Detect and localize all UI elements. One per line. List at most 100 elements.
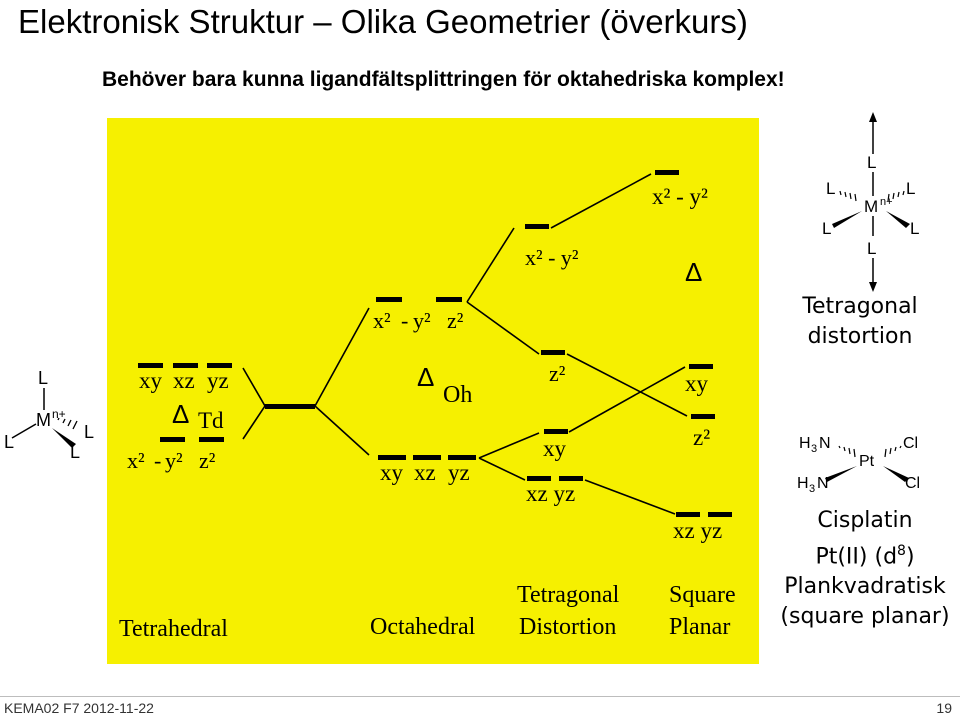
cis-amine-bottom-h: H — [797, 475, 809, 492]
label-tg-x2y2: x² - y² — [525, 245, 579, 270]
oct-metal: M — [864, 197, 878, 216]
level-sp-x2y2 — [655, 170, 679, 175]
label-td-z2: z² — [199, 448, 216, 473]
cis-amine-bottom-sub: 3 — [809, 483, 815, 495]
level-sp-xz — [676, 512, 700, 517]
cis-wedge-right — [883, 466, 909, 482]
connector-oh-lower — [314, 405, 370, 456]
td-ligand-right: L — [84, 422, 94, 442]
tetragonal-label-line2: Distortion — [519, 614, 616, 640]
tetragonal-caption-line1: Tetragonal — [802, 294, 918, 319]
cisplatin-caption-line1: Cisplatin — [817, 508, 913, 533]
cis-hashed-left — [838, 445, 856, 458]
oct-ligand-front-left: L — [822, 219, 831, 238]
tetragonal-column: x² - y² z² xy xz yz Tetragonal Distortio… — [517, 224, 620, 640]
tetrahedral-structure: L M n+ L L L — [4, 368, 94, 462]
label-oh-minus: - — [401, 308, 408, 333]
footer-course-date: KEMA02 F7 2012-11-22 — [4, 700, 154, 716]
oct-arrowhead-up — [869, 112, 877, 122]
line-oh-to-tg-xy — [478, 432, 540, 459]
delta-oh-subscript: Oh — [443, 382, 472, 408]
tetragonal-label-line1: Tetragonal — [517, 582, 620, 608]
label-td-x2: x² — [127, 448, 145, 473]
oct-ligand-front-right: L — [910, 219, 919, 238]
oct-arrowhead-down — [869, 282, 877, 292]
label-oh-z2: z² — [447, 308, 464, 333]
oct-hashed-right — [887, 190, 905, 202]
delta-td-symbol: Δ — [172, 399, 189, 429]
cis-amine-bottom-n: N — [817, 475, 829, 492]
level-td-z2 — [199, 437, 224, 442]
level-oh-xz — [413, 455, 441, 460]
label-td-xz: xz — [173, 368, 195, 393]
oct-hashed-left — [839, 190, 857, 202]
square-planar-label-line2: Planar — [669, 614, 730, 640]
page-number: 19 — [936, 700, 952, 716]
label-tg-z2: z² — [549, 361, 566, 386]
tetragonal-distortion-caption: Tetragonal distortion — [780, 292, 940, 352]
level-sp-xy — [689, 364, 713, 369]
correlation-oh-tetragonal — [466, 227, 540, 481]
slide-title: Elektronisk Struktur – Olika Geometrier … — [18, 3, 748, 40]
td-wedge-bond — [52, 428, 76, 448]
level-tg-xy — [544, 429, 568, 434]
bracket-td — [242, 367, 266, 440]
level-sp-yz — [708, 512, 732, 517]
cis-wedge-left — [825, 466, 857, 482]
cisplatin-caption: Cisplatin Pt(II) (d8) Plankvadratisk (sq… — [760, 506, 960, 632]
label-tg-xy: xy — [543, 436, 567, 461]
oct-metal-charge: n+ — [880, 196, 893, 208]
slide-subtitle: Behöver bara kunna ligandfältsplittringe… — [102, 68, 785, 91]
td-ligand-left: L — [4, 432, 14, 452]
cisplatin-caption-line2-sup: 8 — [897, 543, 906, 559]
level-tg-x2y2 — [525, 224, 549, 229]
splitting-diagram: xy xz yz Δ Td x² - y² z² Tetrahedral x² … — [107, 118, 759, 664]
label-td-minus: - — [154, 448, 161, 473]
cisplatin-caption-line2-b: ) — [905, 544, 915, 570]
cisplatin-caption-line4: (square planar) — [780, 604, 950, 630]
label-tg-xzyz: xz yz — [526, 481, 575, 506]
level-td-yz — [207, 363, 232, 368]
connector-oh-upper — [314, 307, 370, 407]
line-tg-to-sp-xzyz — [584, 479, 676, 515]
splitting-diagram-svg: xy xz yz Δ Td x² - y² z² Tetrahedral x² … — [119, 170, 736, 642]
level-td-xy — [138, 363, 163, 368]
line-tg-to-sp-x2y2 — [550, 173, 652, 229]
oct-ligand-top: L — [867, 153, 876, 172]
label-oh-y2: y² — [413, 308, 431, 333]
octahedral-structure: L L L M n+ L L L — [822, 112, 919, 292]
cis-amine-top-sub: 3 — [811, 443, 817, 455]
td-metal: M — [36, 410, 51, 430]
label-oh-xy: xy — [380, 460, 404, 485]
free-ion — [242, 307, 370, 456]
line-oh-to-tg-xzyz — [478, 457, 526, 481]
label-sp-x2y2: x² - y² — [652, 184, 708, 209]
cisplatin-caption-line3: Plankvadratisk — [784, 574, 946, 600]
line-tg-to-sp-z2 — [566, 353, 688, 417]
level-td-x2y2 — [160, 437, 185, 442]
square-planar-column: x² - y² Δ xy z² xz yz Square Planar — [652, 170, 736, 640]
cis-chloride-top: Cl — [903, 435, 918, 452]
line-oh-to-tg-z2 — [466, 301, 540, 355]
level-td-xz — [173, 363, 198, 368]
level-tg-yz — [559, 476, 583, 481]
tetragonal-caption-line2: distortion — [807, 324, 913, 349]
slide-footer: KEMA02 F7 2012-11-22 19 — [0, 696, 960, 718]
td-hashed-bond — [57, 417, 78, 430]
cis-amine-top-n: N — [819, 435, 831, 452]
cisplatin-structure: H 3 N Cl Pt H 3 N Cl — [797, 435, 920, 495]
label-td-yz: yz — [207, 368, 229, 393]
oct-ligand-back-right: L — [906, 179, 915, 198]
oct-wedge-right — [886, 211, 910, 228]
octahedral-column: x² - y² z² Δ Oh xy xz yz Octahedral — [370, 297, 476, 640]
cisplatin-caption-line2: Pt(II) (d8) — [760, 536, 960, 572]
level-tg-xz — [527, 476, 551, 481]
oct-wedge-left — [832, 211, 862, 228]
label-sp-z2: z² — [693, 425, 710, 450]
delta-td-subscript: Td — [198, 408, 224, 433]
tetrahedral-label: Tetrahedral — [119, 616, 228, 642]
level-sp-z2 — [691, 414, 715, 419]
octahedral-label: Octahedral — [370, 614, 476, 640]
cis-chloride-bottom: Cl — [905, 475, 920, 492]
level-oh-x2y2 — [376, 297, 402, 302]
